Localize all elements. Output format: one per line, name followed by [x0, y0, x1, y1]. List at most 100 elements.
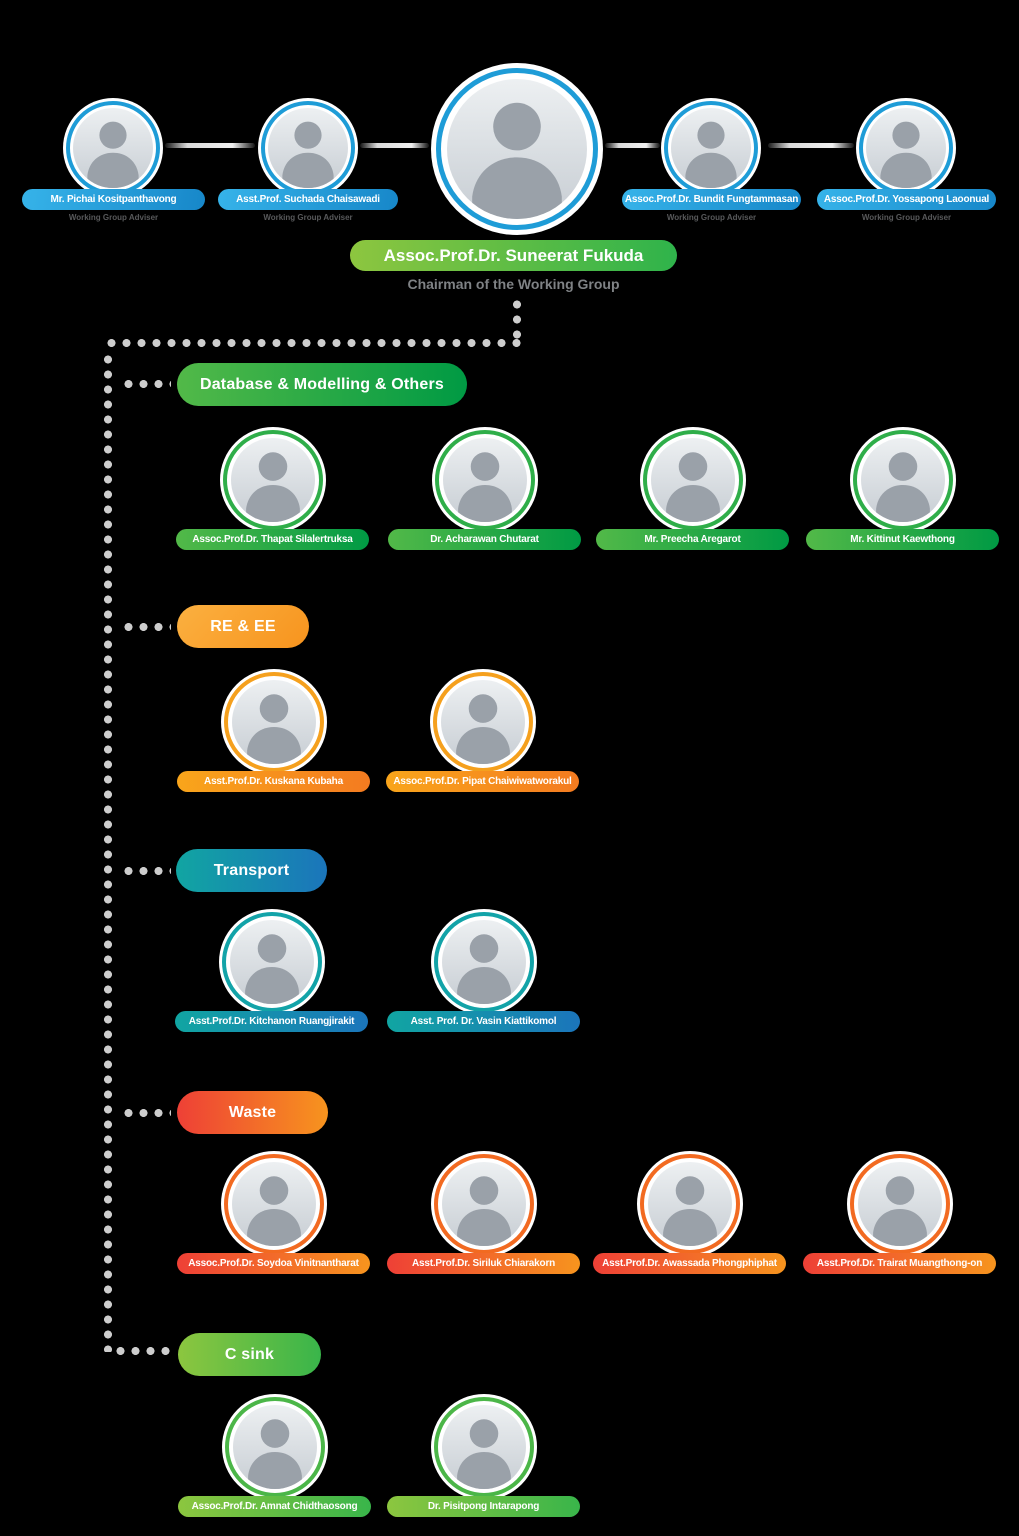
member-avatar [221, 1394, 328, 1500]
advisor-role-label: Working Group Adviser [68, 213, 159, 222]
person-silhouette-icon [247, 1419, 302, 1489]
member-photo [441, 1162, 526, 1246]
person-silhouette-icon [457, 452, 512, 522]
member-name-pill: Asst. Prof. Dr. Vasin Kiattikomol [387, 1011, 580, 1032]
member-name-pill: Asst.Prof.Dr. Kitchanon Ruangjirakit [175, 1011, 368, 1032]
member-avatar [429, 669, 536, 775]
member-avatar [846, 1151, 953, 1257]
person-silhouette-icon [456, 934, 511, 1004]
dotted-connector-database [121, 380, 171, 388]
member-avatar [430, 1394, 537, 1500]
chairman-name-pill: Assoc.Prof.Dr. Suneerat Fukuda [350, 240, 677, 271]
member-name-pill: Mr. Kittinut Kaewthong [806, 529, 999, 550]
person-silhouette-icon [880, 121, 932, 188]
avatar-ring [222, 430, 323, 530]
connector-line [768, 143, 854, 148]
member-card: Asst.Prof.Dr. Awassada Phongphiphat [593, 1151, 786, 1279]
dotted-connector-re-ee [121, 623, 171, 631]
dotted-connector-waste [121, 1109, 171, 1117]
member-name-pill: Assoc.Prof.Dr. Soydoa Vinitnantharat [177, 1253, 370, 1274]
member-photo [232, 1405, 317, 1489]
dotted-connector-c-sink [113, 1347, 171, 1355]
advisor-name-pill: Assoc.Prof.Dr. Bundit Fungtammasan [622, 189, 801, 210]
member-name-pill: Mr. Preecha Aregarot [596, 529, 789, 550]
advisor-photo [73, 108, 153, 188]
member-card: Asst.Prof.Dr. Kuskana Kubaha [177, 669, 370, 797]
avatar-ring [433, 1154, 534, 1254]
advisor-avatar [856, 98, 956, 198]
dotted-connector-chairman [513, 297, 521, 345]
section-header-c-sink: C sink [178, 1333, 321, 1376]
section-header-waste: Waste [177, 1091, 328, 1134]
member-avatar [218, 909, 325, 1015]
avatar-ring [223, 1154, 324, 1254]
member-photo [442, 438, 527, 522]
member-photo [230, 438, 315, 522]
advisor-name-pill: Assoc.Prof.Dr. Yossapong Laoonual [817, 189, 996, 210]
member-card: Assoc.Prof.Dr. Amnat Chidthaosong [178, 1394, 371, 1522]
member-card: Asst.Prof.Dr. Siriluk Chiarakorn [387, 1151, 580, 1279]
member-photo [231, 680, 316, 764]
person-silhouette-icon [685, 121, 737, 188]
member-photo [441, 920, 526, 1004]
member-photo [857, 1162, 942, 1246]
person-silhouette-icon [665, 452, 720, 522]
avatar-ring [221, 912, 322, 1012]
advisor-avatar [661, 98, 761, 198]
avatar-ring [642, 430, 743, 530]
connector-line [605, 143, 660, 148]
chairman-role-label: Chairman of the Working Group [407, 276, 620, 292]
member-photo [440, 680, 525, 764]
member-avatar [431, 427, 538, 533]
member-avatar [430, 909, 537, 1015]
person-silhouette-icon [87, 121, 139, 188]
avatar-ring [224, 1397, 325, 1497]
dotted-connector-top [104, 339, 521, 347]
avatar-ring [433, 912, 534, 1012]
dotted-connector-transport [121, 867, 171, 875]
member-avatar [636, 1151, 743, 1257]
member-card: Mr. Kittinut Kaewthong [806, 427, 999, 555]
member-name-pill: Asst.Prof.Dr. Kuskana Kubaha [177, 771, 370, 792]
member-avatar [430, 1151, 537, 1257]
section-header-re-ee: RE & EE [177, 605, 309, 648]
advisor-role-label: Working Group Adviser [263, 213, 353, 222]
member-avatar [220, 1151, 327, 1257]
advisor-name-pill: Mr. Pichai Kositpanthavong [22, 189, 205, 210]
avatar-ring [432, 672, 533, 772]
avatar-ring [852, 430, 953, 530]
member-name-pill: Asst.Prof.Dr. Trairat Muangthong-on [803, 1253, 996, 1274]
member-photo [231, 1162, 316, 1246]
person-silhouette-icon [456, 1176, 511, 1246]
member-card: Assoc.Prof.Dr. Thapat Silalertruksa [176, 427, 369, 555]
section-header-transport: Transport [176, 849, 327, 892]
member-name-pill: Asst.Prof.Dr. Awassada Phongphiphat [593, 1253, 786, 1274]
person-silhouette-icon [246, 1176, 301, 1246]
member-card: Asst.Prof.Dr. Trairat Muangthong-on [803, 1151, 996, 1279]
member-name-pill: Asst.Prof.Dr. Siriluk Chiarakorn [387, 1253, 580, 1274]
member-card: Asst.Prof.Dr. Kitchanon Ruangjirakit [175, 909, 368, 1037]
avatar-ring [223, 672, 324, 772]
advisor-name-pill: Asst.Prof. Suchada Chaisawadi [218, 189, 398, 210]
member-card: Assoc.Prof.Dr. Soydoa Vinitnantharat [177, 1151, 370, 1279]
member-name-pill: Dr. Pisitpong Intarapong [387, 1496, 580, 1517]
person-silhouette-icon [872, 1176, 927, 1246]
advisor-avatar [63, 98, 163, 198]
connector-line [165, 143, 255, 148]
advisor-photo [671, 108, 751, 188]
member-photo [441, 1405, 526, 1489]
member-name-pill: Assoc.Prof.Dr. Amnat Chidthaosong [178, 1496, 371, 1517]
avatar-ring [849, 1154, 950, 1254]
member-card: Asst. Prof. Dr. Vasin Kiattikomol [387, 909, 580, 1037]
dotted-connector-spine [104, 352, 112, 1352]
avatar-ring [434, 430, 535, 530]
section-header-database: Database & Modelling & Others [177, 363, 467, 406]
member-avatar [219, 427, 326, 533]
member-card: Dr. Pisitpong Intarapong [387, 1394, 580, 1522]
connector-line [360, 143, 429, 148]
advisor-role-label: Working Group Adviser [861, 213, 952, 222]
person-silhouette-icon [456, 1419, 511, 1489]
person-silhouette-icon [282, 121, 334, 188]
person-silhouette-icon [662, 1176, 717, 1246]
